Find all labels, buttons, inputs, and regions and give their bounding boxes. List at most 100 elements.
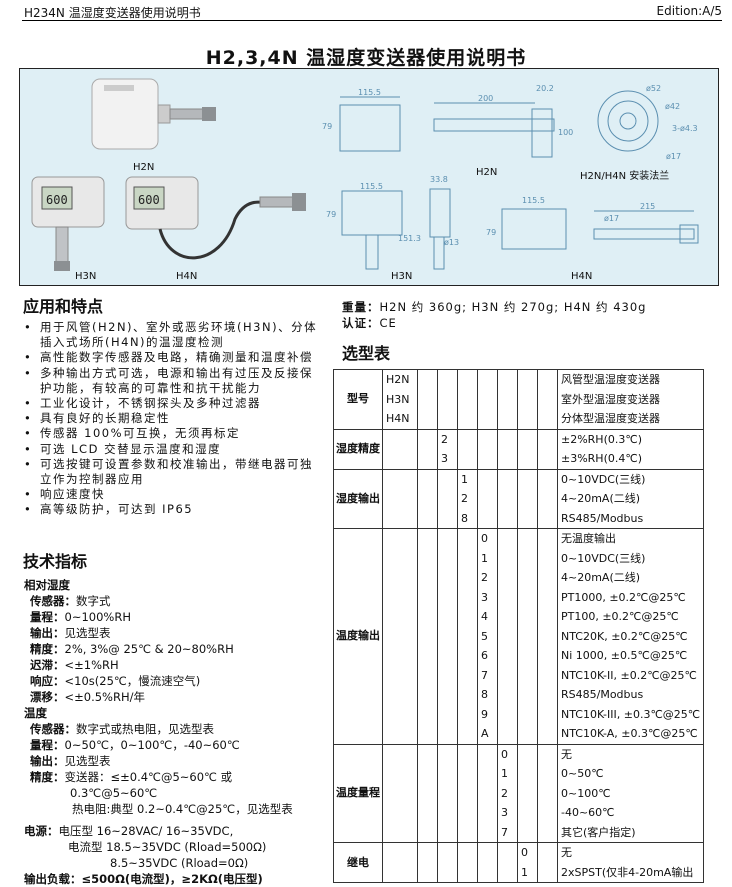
code: 2 (481, 571, 488, 584)
desc: -40~60℃ (561, 806, 615, 819)
spec-row: 量程：0~50℃，0~100℃，-40~60℃ (30, 738, 240, 752)
label-flange: H2N/H4N 安装法兰 (580, 171, 670, 182)
code: 2 (441, 432, 448, 446)
desc: 2xSPST(仅非4-20mA输出 (561, 865, 694, 879)
h2n-photo (91, 78, 216, 150)
h3n-drawing: 115.5 79 33.8 151.3 ø13 (326, 175, 459, 270)
desc: PT1000, ±0.2℃@25℃ (561, 590, 686, 604)
svg-text:ø52: ø52 (646, 84, 661, 93)
desc: NTC10K-A, ±0.3℃@25℃ (561, 727, 698, 740)
desc: 无 (561, 846, 572, 859)
spec-row: 精度：2%, 3%@ 25℃ & 20~80%RH (30, 642, 234, 656)
spec-continuation: 0.3℃@5~60℃ (70, 786, 158, 800)
desc: PT100, ±0.2℃@25℃ (561, 610, 679, 623)
svg-text:79: 79 (322, 122, 332, 131)
spec-power-line3: 8.5~35VDC (Rload=0Ω) (110, 856, 249, 870)
spec-row: 漂移：<±0.5%RH/年 (30, 690, 145, 704)
label-h2n-photo: H2N (133, 162, 155, 173)
desc: 4~20mA(二线) (561, 492, 641, 505)
code: 0 (521, 846, 528, 859)
selection-heading: 选型表 (342, 344, 391, 363)
code: 8 (461, 511, 468, 525)
svg-text:151.3: 151.3 (398, 234, 421, 243)
code: 3 (441, 452, 448, 465)
table-row: 型号 H2N H3N H4N 风管型温湿度变送器 室外型温湿度变送器 分体型温湿… (333, 369, 705, 430)
code: 1 (521, 865, 528, 879)
svg-text:ø13: ø13 (444, 238, 459, 247)
code: A (481, 727, 489, 740)
svg-text:600: 600 (138, 193, 160, 207)
h3n-photo: 600 (31, 176, 105, 271)
desc: 无 (561, 747, 572, 761)
row-label: 继电 (333, 842, 383, 883)
code: 7 (501, 825, 508, 839)
desc: 无温度输出 (561, 532, 616, 545)
code: 1 (501, 767, 508, 780)
svg-text:100: 100 (558, 128, 573, 137)
spec-row: 传感器：数字式 (30, 594, 111, 608)
desc: 分体型温湿度变送器 (561, 412, 660, 425)
flange-drawing: ø52 ø42 3-ø4.3 ø17 (597, 84, 698, 161)
code: 2 (461, 492, 468, 505)
code: 0 (481, 532, 488, 545)
page-title: H2,3,4N 温湿度变送器使用说明书 (205, 47, 527, 69)
code: 0 (501, 747, 508, 761)
code: 9 (481, 707, 488, 721)
spec-row: 精度：变送器：≤±0.4℃@5~60℃ 或 (30, 770, 233, 784)
desc: Ni 1000, ±0.5℃@25℃ (561, 649, 688, 662)
svg-text:215: 215 (640, 202, 655, 211)
cert-line: 认证：CE (342, 316, 397, 330)
selection-table: 型号 H2N H3N H4N 风管型温湿度变送器 室外型温湿度变送器 分体型温湿… (333, 369, 705, 883)
doc-header-id: H234N 温湿度变送器使用说明书 (24, 6, 201, 20)
label-h4n-drawing: H4N (571, 271, 593, 282)
spec-row: 量程：0~100%RH (30, 610, 131, 624)
desc: 其它(客户指定) (561, 825, 636, 839)
code: 8 (481, 688, 488, 701)
desc: 0~10VDC(三线) (561, 472, 646, 486)
feature-item: 高性能数字传感器及电路，精确测量和温度补偿 (22, 350, 320, 365)
desc: 0~100℃ (561, 786, 611, 800)
svg-text:ø17: ø17 (604, 214, 619, 223)
code: H3N (386, 392, 410, 406)
spec-row: 输出：见选型表 (30, 626, 111, 640)
code: 1 (481, 551, 488, 565)
feature-list: 用于风管(H2N)、室外或恶劣环境(H3N)、分体插入式场所(H4N)的温湿度检… (22, 320, 320, 518)
doc-header-edition: Edition:A/5 (656, 4, 722, 18)
code: 4 (481, 610, 488, 623)
spec-continuation: 热电阻:典型 0.2~0.4℃@25℃，见选型表 (72, 802, 293, 816)
spec-row: 传感器：数字式或热电阻，见选型表 (30, 722, 214, 736)
features-heading: 应用和特点 (23, 297, 104, 316)
code: 5 (481, 629, 488, 643)
desc: NTC10K-II, ±0.2℃@25℃ (561, 668, 697, 682)
svg-text:ø42: ø42 (665, 102, 680, 111)
desc: 0~10VDC(三线) (561, 551, 646, 565)
product-illustrations: 600 600 115.5 79 200 20.2 100 (31, 78, 699, 271)
spec-row: 迟滞：<±1%RH (30, 658, 119, 672)
spec-power-line2: 电流型 18.5~35VDC (Rload=500Ω) (68, 840, 267, 854)
header-rule (22, 20, 722, 21)
spec-row: 响应：<10s(25℃，慢流速空气) (30, 674, 201, 688)
feature-item: 可选 LCD 交替显示温度和湿度 (22, 442, 320, 457)
code: 3 (501, 806, 508, 819)
h4n-drawing: 115.5 79 215 ø17 (486, 196, 699, 250)
table-row: 继电 0 1 无 2xSPST(仅非4-20mA输出 (333, 842, 705, 883)
desc: 4~20mA(二线) (561, 571, 641, 584)
code: 7 (481, 668, 488, 682)
table-row: 温度输出 0 1 2 3 4 5 6 7 8 9 A 无温度输出 0~10VDC… (333, 528, 705, 745)
svg-text:600: 600 (46, 193, 68, 207)
svg-text:3-ø4.3: 3-ø4.3 (672, 124, 698, 133)
feature-item: 多种输出方式可选，电源和输出有过压及反接保护功能，有较高的可靠性和抗干扰能力 (22, 366, 320, 396)
svg-text:33.8: 33.8 (430, 175, 448, 184)
desc: NTC20K, ±0.2℃@25℃ (561, 629, 688, 643)
desc: RS485/Modbus (561, 688, 644, 701)
label-h4n-photo: H4N (176, 271, 198, 282)
row-label: 型号 (333, 369, 383, 430)
spec-humidity-title: 相对湿度 (24, 578, 70, 592)
table-row: 湿度输出 1 2 8 0~10VDC(三线) 4~20mA(二线) RS485/… (333, 468, 705, 529)
svg-text:79: 79 (486, 228, 496, 237)
svg-text:ø17: ø17 (666, 152, 681, 161)
desc: 室外型温湿度变送器 (561, 392, 660, 406)
h2n-drawing: 115.5 79 200 20.2 100 (322, 84, 573, 158)
table-row: 湿度精度 2 3 ±2%RH(0.3℃) ±3%RH(0.4℃) (333, 428, 705, 470)
row-label: 温度输出 (333, 528, 383, 745)
